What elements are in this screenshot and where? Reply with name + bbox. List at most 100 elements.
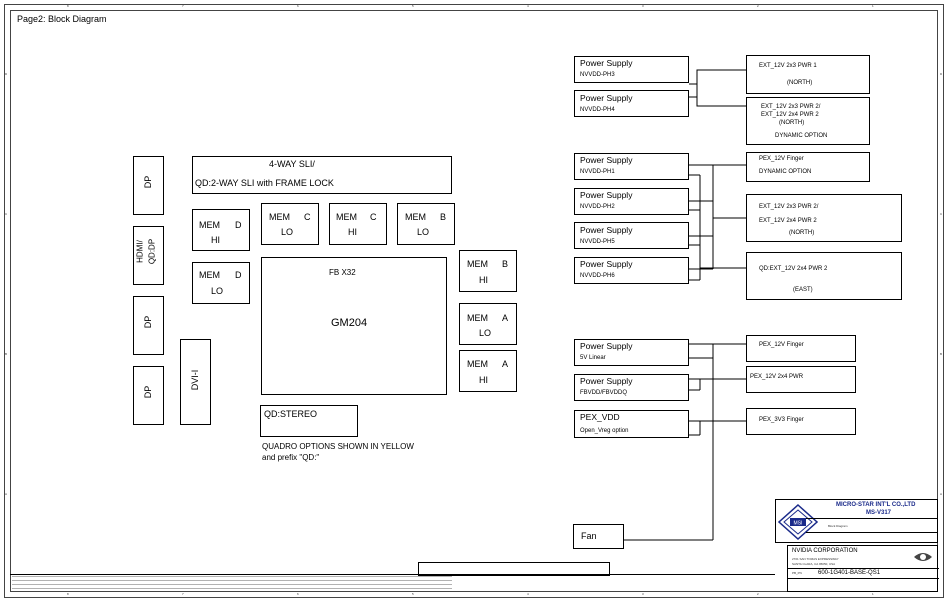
company-name: MICRO-STAR INT'L CO.,LTD (836, 502, 916, 508)
ps-sub: NVVDD-PH4 (580, 107, 615, 113)
mem-c-lo: MEM C LO (261, 203, 319, 245)
nvidia-corp: NVIDIA CORPORATION (792, 548, 858, 554)
qd-stereo-block: QD:STEREO (260, 405, 358, 437)
input-line: DYNAMIC OPTION (759, 169, 812, 175)
dp-connector-1: DP (133, 156, 164, 215)
page-title: Page2: Block Diagram (17, 14, 107, 24)
ps-sub: 5V Linear (580, 355, 606, 361)
mem-label: MEM (199, 270, 220, 280)
ps-sub: NVVDD-PH1 (580, 169, 615, 175)
fan-block: Fan (573, 524, 624, 549)
qd-ext-12v-east-block: QD:EXT_12V 2x4 PWR 2 (EAST) (746, 252, 902, 300)
zone-number: 3 (642, 592, 644, 596)
sli-block: 4-WAY SLI/ QD:2-WAY SLI with FRAME LOCK (192, 156, 452, 194)
qd-stereo-label: QD:STEREO (264, 409, 318, 419)
input-line: (EAST) (793, 287, 813, 293)
power-supply-5v-linear: Power Supply 5V Linear (574, 339, 689, 366)
nvidia-block: NVIDIA CORPORATION 2701 SAN TOMAS EXPRES… (787, 545, 939, 592)
input-line: EXT_12V 2x3 PWR 2/ (761, 104, 821, 110)
mem-label: MEM (405, 212, 426, 222)
zone-letter: B (940, 352, 943, 356)
mem-bank: B (440, 212, 447, 222)
dp-label: DP (143, 315, 153, 329)
mem-pos: HI (479, 375, 488, 385)
zone-number: 6 (297, 4, 299, 8)
power-supply-nvvdd-ph2: Power Supply NVVDD-PH2 (574, 188, 689, 215)
pex-12v-finger-block: PEX_12V Finger (746, 335, 856, 362)
mem-pos: LO (479, 328, 492, 338)
gpu-name: GM204 (331, 317, 368, 329)
mem-bank: B (502, 259, 509, 269)
input-line: PEX_12V Finger (759, 342, 804, 348)
ps-sub: NVVDD-PH5 (580, 239, 615, 245)
input-line: (NORTH) (787, 80, 813, 86)
mem-label: MEM (467, 359, 488, 369)
mem-b-hi: MEM B HI (459, 250, 517, 292)
zone-number: 1 (872, 4, 874, 8)
input-line: PEX_12V Finger (759, 156, 804, 162)
mem-bank: D (235, 270, 242, 280)
input-line: PEX_3V3 Finger (759, 417, 804, 423)
part-number-label: PB_PN (792, 571, 802, 575)
ps-title: Power Supply (580, 259, 633, 269)
zone-number: 2 (757, 592, 759, 596)
zone-number: 3 (642, 4, 644, 8)
mem-label: MEM (467, 313, 488, 323)
mem-c-hi: MEM C HI (329, 203, 387, 245)
ps-title: Power Supply (580, 376, 633, 386)
pex-3v3-finger-block: PEX_3V3 Finger (746, 408, 856, 435)
mem-bank: C (304, 212, 311, 222)
sli-line-1: 4-WAY SLI/ (269, 159, 315, 169)
power-supply-nvvdd-ph5: Power Supply NVVDD-PH5 (574, 222, 689, 249)
ps-title: PEX_VDD (580, 412, 620, 422)
ps-sub: NVVDD-PH3 (580, 72, 615, 78)
zone-number: 8 (67, 4, 69, 8)
ps-sub: NVVDD-PH6 (580, 273, 615, 279)
nvidia-address-2: SANTA CLARA, CA 95050, USA (792, 562, 836, 566)
nvidia-divider (788, 578, 939, 579)
part-number: 600-1G401-BASE-QS1 (818, 570, 881, 576)
zone-number: 5 (412, 592, 414, 596)
input-line: EXT_12V 2x4 PWR 2 (761, 112, 819, 118)
ps-title: Power Supply (580, 58, 633, 68)
mem-pos: LO (281, 227, 294, 237)
mem-label: MEM (336, 212, 357, 222)
mem-a-hi: MEM A HI (459, 350, 517, 392)
ext-12v-pwr1-block: EXT_12V 2x3 PWR 1 (NORTH) (746, 55, 870, 94)
mem-pos: LO (211, 286, 224, 296)
quadro-note-line-1: QUADRO OPTIONS SHOWN IN YELLOW (262, 442, 414, 451)
power-supply-nvvdd-ph4: Power Supply NVVDD-PH4 (574, 90, 689, 117)
power-supply-fbvdd: Power Supply FBVDD/FBVDDQ (574, 374, 689, 401)
ps-title: Power Supply (580, 225, 633, 235)
svg-text:MSI: MSI (794, 521, 803, 527)
zone-number: 5 (412, 4, 414, 8)
disclaimer-strip (10, 574, 775, 575)
sli-line-2: QD:2-WAY SLI with FRAME LOCK (195, 178, 334, 188)
input-line: EXT_12V 2x3 PWR 2/ (759, 204, 819, 210)
dp-label: DP (143, 175, 153, 189)
ps-title: Power Supply (580, 93, 633, 103)
disclaimer-text (12, 576, 452, 590)
hdmi-label: HDMI/ (135, 240, 145, 263)
zone-number: 7 (182, 4, 184, 8)
power-supply-pex-vdd: PEX_VDD Open_Vreg option (574, 410, 689, 438)
ps-sub: NVVDD-PH2 (580, 204, 615, 210)
dp-label: DP (143, 385, 153, 399)
nvidia-divider (788, 568, 939, 569)
input-line: EXT_12V 2x4 PWR 2 (759, 218, 817, 224)
pex-12v-finger-dynamic-block: PEX_12V Finger DYNAMIC OPTION (746, 152, 870, 182)
nvidia-address-1: 2701 SAN TOMAS EXPRESSWAY (792, 557, 839, 561)
ext-12v-pwr2-dynamic-block: EXT_12V 2x3 PWR 2/ EXT_12V 2x4 PWR 2 (NO… (746, 97, 870, 145)
zone-letter: D (940, 72, 943, 76)
doc-desc: Block Diagram (828, 524, 848, 528)
power-supply-nvvdd-ph3: Power Supply NVVDD-PH3 (574, 56, 689, 83)
zone-number: 4 (527, 4, 529, 8)
power-supply-nvvdd-ph6: Power Supply NVVDD-PH6 (574, 257, 689, 284)
fb-width-label: FB X32 (329, 268, 356, 277)
mem-bank: C (370, 212, 377, 222)
zone-letter: C (5, 212, 8, 216)
nvidia-logo-icon (912, 549, 934, 565)
zone-number: 6 (297, 592, 299, 596)
dp-connector-3: DP (133, 366, 164, 425)
